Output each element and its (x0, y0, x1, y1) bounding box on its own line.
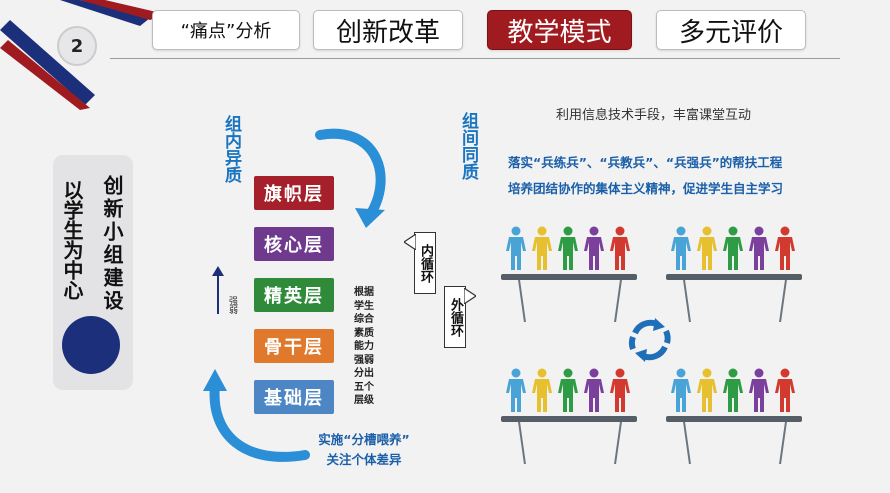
layer-backbone: 骨干层 (254, 329, 334, 363)
slide-number: 2 (70, 35, 84, 57)
tab-label: 教学模式 (507, 17, 612, 48)
outer-loop-box: 外循环 (444, 286, 466, 348)
right-line-1: 落实“兵练兵”、“兵教兵”、“兵强兵”的帮扶工程 (508, 155, 783, 170)
person-icon (697, 368, 717, 412)
right-subtitle: 利用信息技术手段，丰富课堂互动 (556, 108, 752, 123)
left-panel-col-group-building: 创新小组建设 (100, 175, 124, 313)
inner-loop-label: 内循环 (418, 243, 433, 283)
person-icon (532, 368, 552, 412)
tab-label: 多元评价 (678, 17, 783, 48)
curved-arrow-bottom (203, 369, 310, 462)
table-top (501, 416, 637, 422)
outer-loop-arrow (464, 288, 476, 304)
slide-number-badge: 2 (57, 26, 97, 66)
tab-label: “痛点”分析 (180, 21, 272, 42)
bottom-note: 实施“分槽喂养” 关注个体差异 (308, 430, 420, 470)
table-top (501, 274, 637, 280)
tab-innovation-reform[interactable]: 创新改革 (313, 10, 463, 50)
person-icon (697, 226, 717, 270)
person-icon (749, 368, 769, 412)
layer-label: 骨干层 (264, 337, 324, 358)
layer-label: 精英层 (264, 286, 324, 307)
person-icon (671, 226, 691, 270)
tab-label: 创新改革 (335, 17, 440, 48)
table-leg (518, 422, 526, 464)
layer-elite: 精英层 (254, 278, 334, 312)
person-icon (558, 226, 578, 270)
person-icon (723, 368, 743, 412)
header-divider (110, 58, 840, 59)
corner-ribbon-decoration (0, 0, 165, 110)
tab-teaching-mode[interactable]: 教学模式 (487, 10, 632, 50)
navy-circle-decoration (62, 316, 120, 374)
strength-label: 强弱 (227, 296, 237, 314)
table-leg (614, 280, 622, 322)
layers-note: 根据学生综合素质能力强弱分出五个层级 (354, 286, 374, 408)
layers-note-text: 根据学生综合素质能力强弱分出五个层级 (354, 287, 374, 406)
person-icon (671, 368, 691, 412)
person-icon (610, 368, 630, 412)
table-leg (614, 422, 622, 464)
inner-loop-box: 内循环 (414, 232, 436, 294)
person-icon (558, 368, 578, 412)
person-icon (506, 226, 526, 270)
person-icon (775, 226, 795, 270)
layer-label: 旗帜层 (264, 184, 324, 205)
left-panel-col-student-centered: 以学生为中心 (60, 180, 84, 300)
table-leg (779, 422, 787, 464)
table-leg (683, 422, 691, 464)
person-icon (610, 226, 630, 270)
layer-foundation: 基础层 (254, 380, 334, 414)
outer-loop-label: 外循环 (448, 297, 463, 337)
arrow-up-icon (212, 266, 224, 314)
person-icon (584, 368, 604, 412)
inner-loop-arrow (404, 234, 416, 250)
person-icon (723, 226, 743, 270)
table-top (666, 274, 802, 280)
person-icon (584, 226, 604, 270)
layer-flag: 旗帜层 (254, 176, 334, 210)
table-top (666, 416, 802, 422)
right-line-2: 培养团结协作的集体主义精神，促进学生自主学习 (508, 181, 784, 196)
group-inner-heterogeneous: 组内异质 (221, 115, 241, 183)
refresh-cycle-icon (628, 318, 671, 362)
bottom-note-line1: 实施“分槽喂养” (318, 432, 410, 447)
curved-arrow-top (315, 128, 386, 228)
person-icon (749, 226, 769, 270)
bottom-note-line2: 关注个体差异 (326, 452, 402, 467)
person-icon (506, 368, 526, 412)
table-leg (779, 280, 787, 322)
layer-core: 核心层 (254, 227, 334, 261)
layer-label: 核心层 (264, 235, 324, 256)
person-icon (532, 226, 552, 270)
group-outer-homogeneous: 组间同质 (458, 112, 478, 180)
table-leg (683, 280, 691, 322)
person-icon (775, 368, 795, 412)
table-leg (518, 280, 526, 322)
tab-pain-points[interactable]: “痛点”分析 (152, 10, 300, 50)
tab-diverse-evaluation[interactable]: 多元评价 (656, 10, 806, 50)
layer-label: 基础层 (264, 388, 324, 409)
